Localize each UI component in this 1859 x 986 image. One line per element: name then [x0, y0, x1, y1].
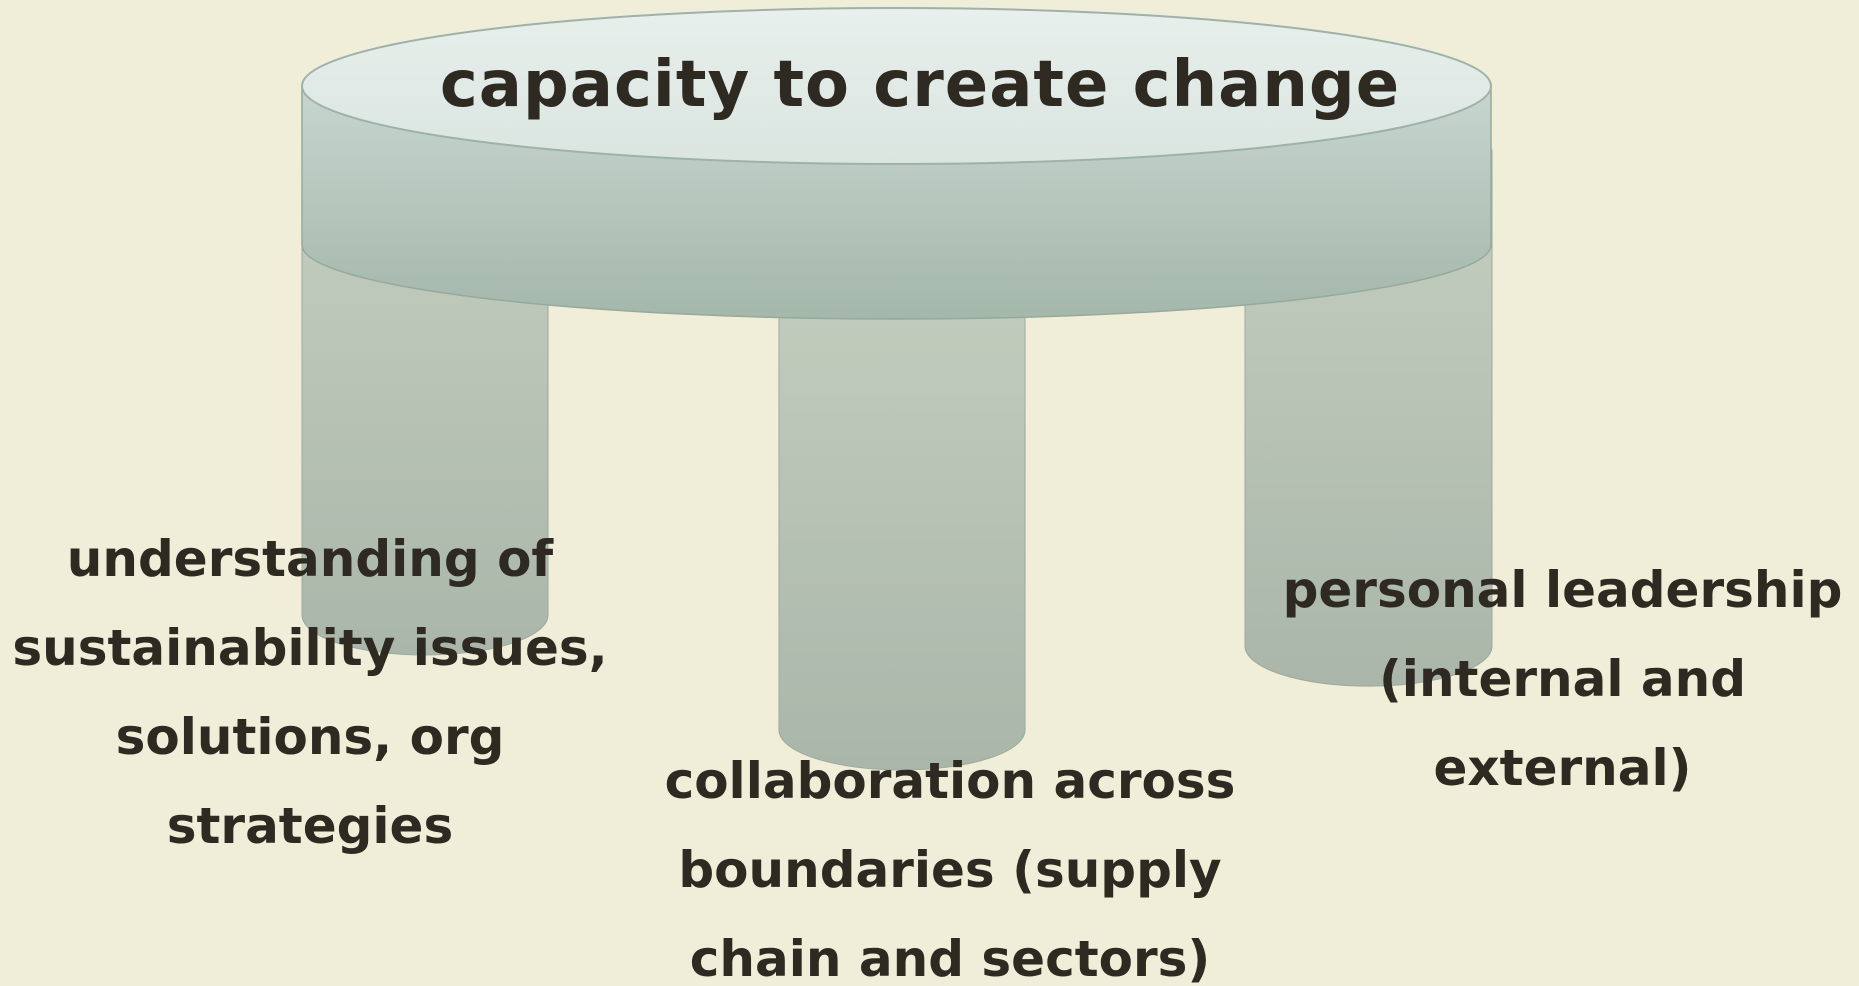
seat-label: capacity to create change — [439, 48, 1401, 122]
leg-right-label: personal leadership (internal and extern… — [1282, 561, 1843, 797]
leg-left-label: understanding of sustainability issues, … — [12, 530, 608, 855]
leg-middle — [778, 229, 1026, 771]
seat — [301, 7, 1492, 320]
leg-middle-label: collaboration across boundaries (supply … — [664, 752, 1236, 986]
